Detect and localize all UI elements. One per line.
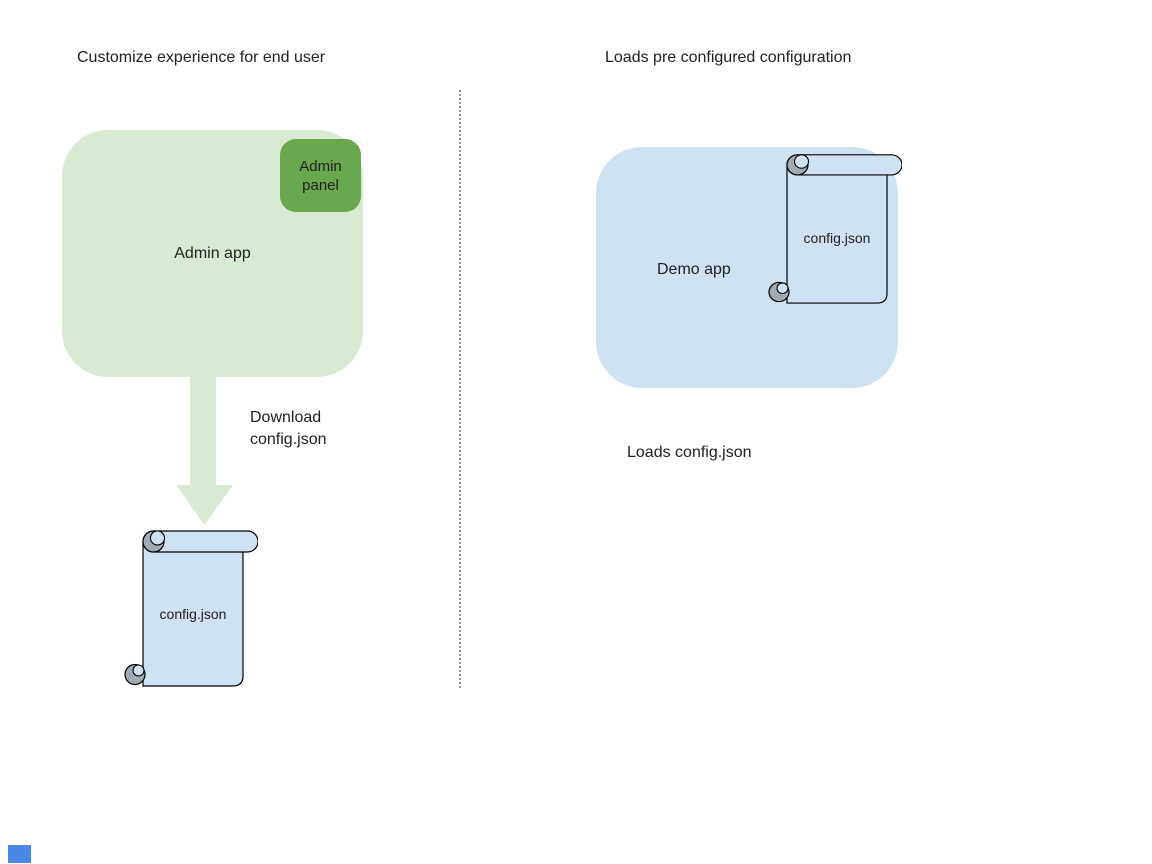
scroll-top-curl-inner	[149, 530, 166, 546]
scroll-bottom-curl-inner	[132, 664, 145, 677]
scroll-top-curl-inner	[793, 154, 810, 169]
download-arrow-icon	[176, 377, 233, 525]
download-caption: Download config.json	[250, 409, 327, 448]
demo-app-label: Demo app	[657, 261, 731, 278]
config-json-label-left: config.json	[159, 606, 227, 622]
blue-square-marker	[8, 845, 31, 863]
config-json-scroll-icon	[124, 530, 258, 687]
scroll-body	[786, 164, 888, 304]
admin-panel-label: Admin panel	[299, 157, 342, 194]
section-divider	[459, 90, 461, 688]
left-section-title: Customize experience for end user	[77, 49, 326, 66]
config-json-label-right: config.json	[803, 230, 871, 246]
admin-app-label: Admin app	[174, 244, 251, 262]
scroll-bottom-curl-inner	[776, 282, 789, 295]
loads-config-caption: Loads config.json	[627, 444, 752, 461]
scroll-body	[142, 541, 244, 687]
right-section-title: Loads pre configured configuration	[605, 49, 852, 66]
admin-panel-chip: Admin panel	[280, 139, 361, 212]
download-arrow-shape	[176, 377, 233, 525]
admin-app-box: Admin app Admin panel	[62, 130, 363, 377]
config-json-scroll-icon	[768, 154, 902, 304]
